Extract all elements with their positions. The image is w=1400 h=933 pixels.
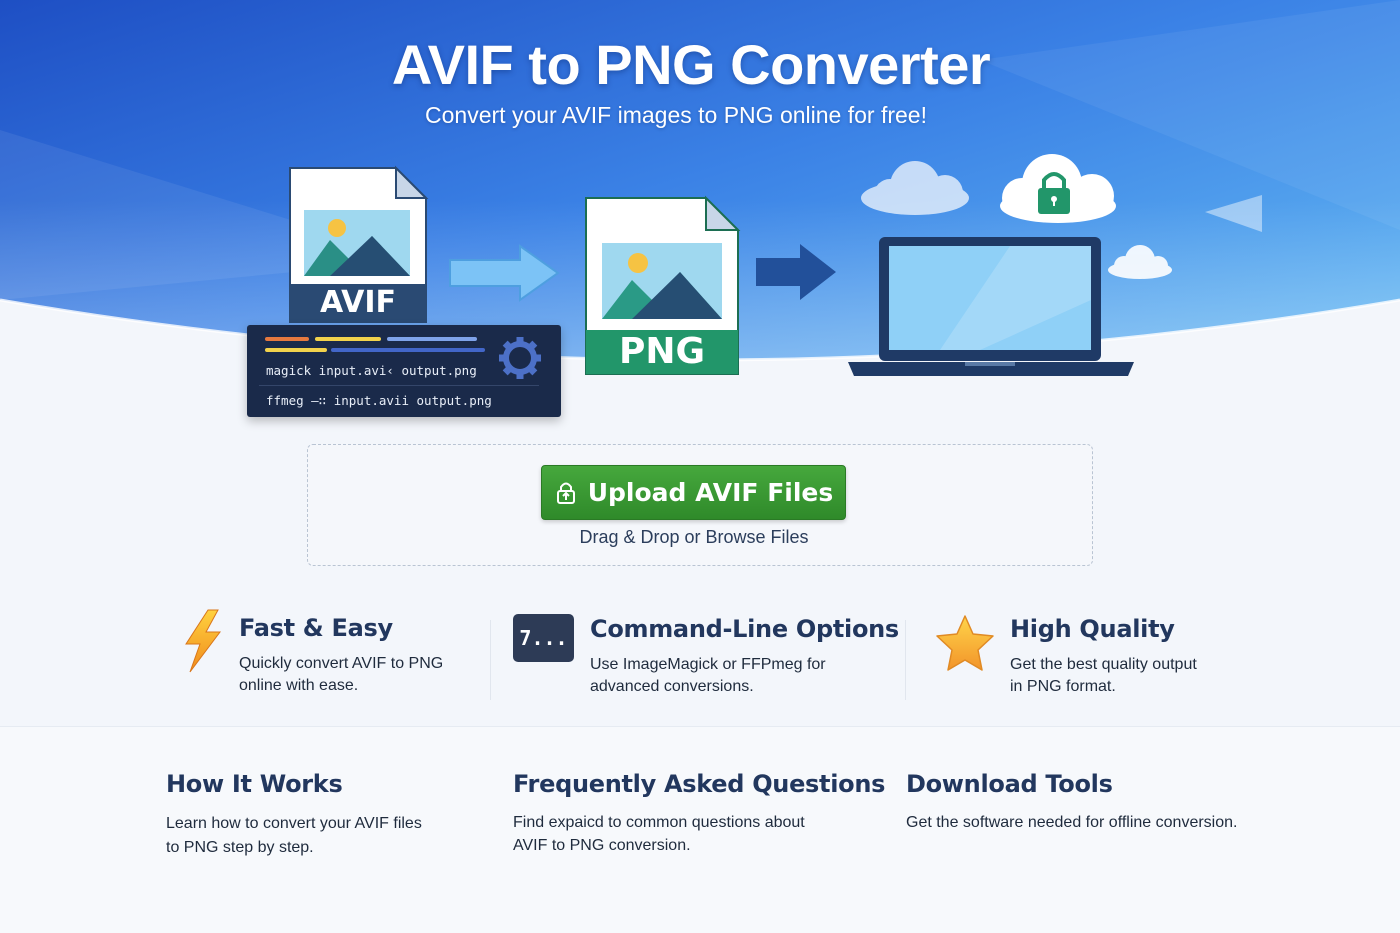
upload-lock-icon xyxy=(556,482,575,504)
feature-desc: advanced conversions. xyxy=(590,678,754,695)
upload-button[interactable]: Upload AVIF Files xyxy=(541,465,846,520)
cloud-icon xyxy=(861,161,969,215)
drop-zone[interactable]: Upload AVIF Files Drag & Drop or Browse … xyxy=(307,444,1093,566)
feature-divider xyxy=(905,620,906,700)
how-it-works-desc: Learn how to convert your AVIF files xyxy=(166,815,422,832)
conversion-illustration xyxy=(289,154,1172,376)
page-subtitle: Convert your AVIF images to PNG online f… xyxy=(425,102,927,128)
terminal-icon: 7... xyxy=(513,614,574,662)
download-tools-link[interactable]: Download Tools xyxy=(906,770,1113,798)
lightning-icon xyxy=(185,609,221,673)
faq-link[interactable]: Frequently Asked Questions xyxy=(513,770,886,798)
hero-banner: AVIF to PNG Converter Convert your AVIF … xyxy=(0,0,1400,440)
feature-desc: online with ease. xyxy=(239,677,359,694)
command-line-panel: magick input.avi‹ output.png ffmeg –∷ in… xyxy=(247,325,561,417)
feature-title: High Quality xyxy=(1010,615,1175,643)
gear-icon xyxy=(499,337,541,379)
feature-desc: Get the best quality output xyxy=(1010,656,1197,673)
arrow-right-icon xyxy=(449,244,560,302)
cli-command-magick: magick input.avi‹ output.png xyxy=(266,363,477,378)
hero-background xyxy=(0,0,1400,440)
png-label: PNG xyxy=(618,331,706,372)
cli-command-ffmpeg: ffmeg –∷ input.avii output.png xyxy=(266,393,492,408)
info-section xyxy=(0,726,1400,933)
feature-desc: in PNG format. xyxy=(1010,678,1116,695)
feature-desc: Quickly convert AVIF to PNG xyxy=(239,655,444,672)
feature-desc: Use ImageMagick or FFPmeg for xyxy=(590,656,826,673)
lock-icon xyxy=(1038,172,1070,214)
arrow-right-icon xyxy=(756,244,836,300)
avif-file-icon xyxy=(289,165,429,323)
page-title: AVIF to PNG Converter xyxy=(391,33,991,96)
download-tools-desc: Get the software needed for offline conv… xyxy=(906,814,1238,831)
drop-zone-hint[interactable]: Drag & Drop or Browse Files xyxy=(579,527,809,547)
how-it-works-desc: to PNG step by step. xyxy=(166,839,314,856)
feature-title: Fast & Easy xyxy=(239,614,393,642)
laptop-icon xyxy=(848,237,1134,376)
faq-desc: AVIF to PNG conversion. xyxy=(513,837,691,854)
avif-label: AVIF xyxy=(319,285,397,320)
png-file-icon xyxy=(585,195,741,375)
feature-divider xyxy=(490,620,491,700)
star-icon xyxy=(936,615,994,671)
cli-divider xyxy=(259,385,539,386)
faq-desc: Find expaicd to common questions about xyxy=(513,814,805,831)
cloud-icon xyxy=(1108,245,1172,279)
upload-button-label: Upload AVIF Files xyxy=(587,478,834,507)
feature-title: Command-Line Options xyxy=(590,615,899,643)
how-it-works-link[interactable]: How It Works xyxy=(166,770,343,798)
code-bars xyxy=(265,337,541,379)
